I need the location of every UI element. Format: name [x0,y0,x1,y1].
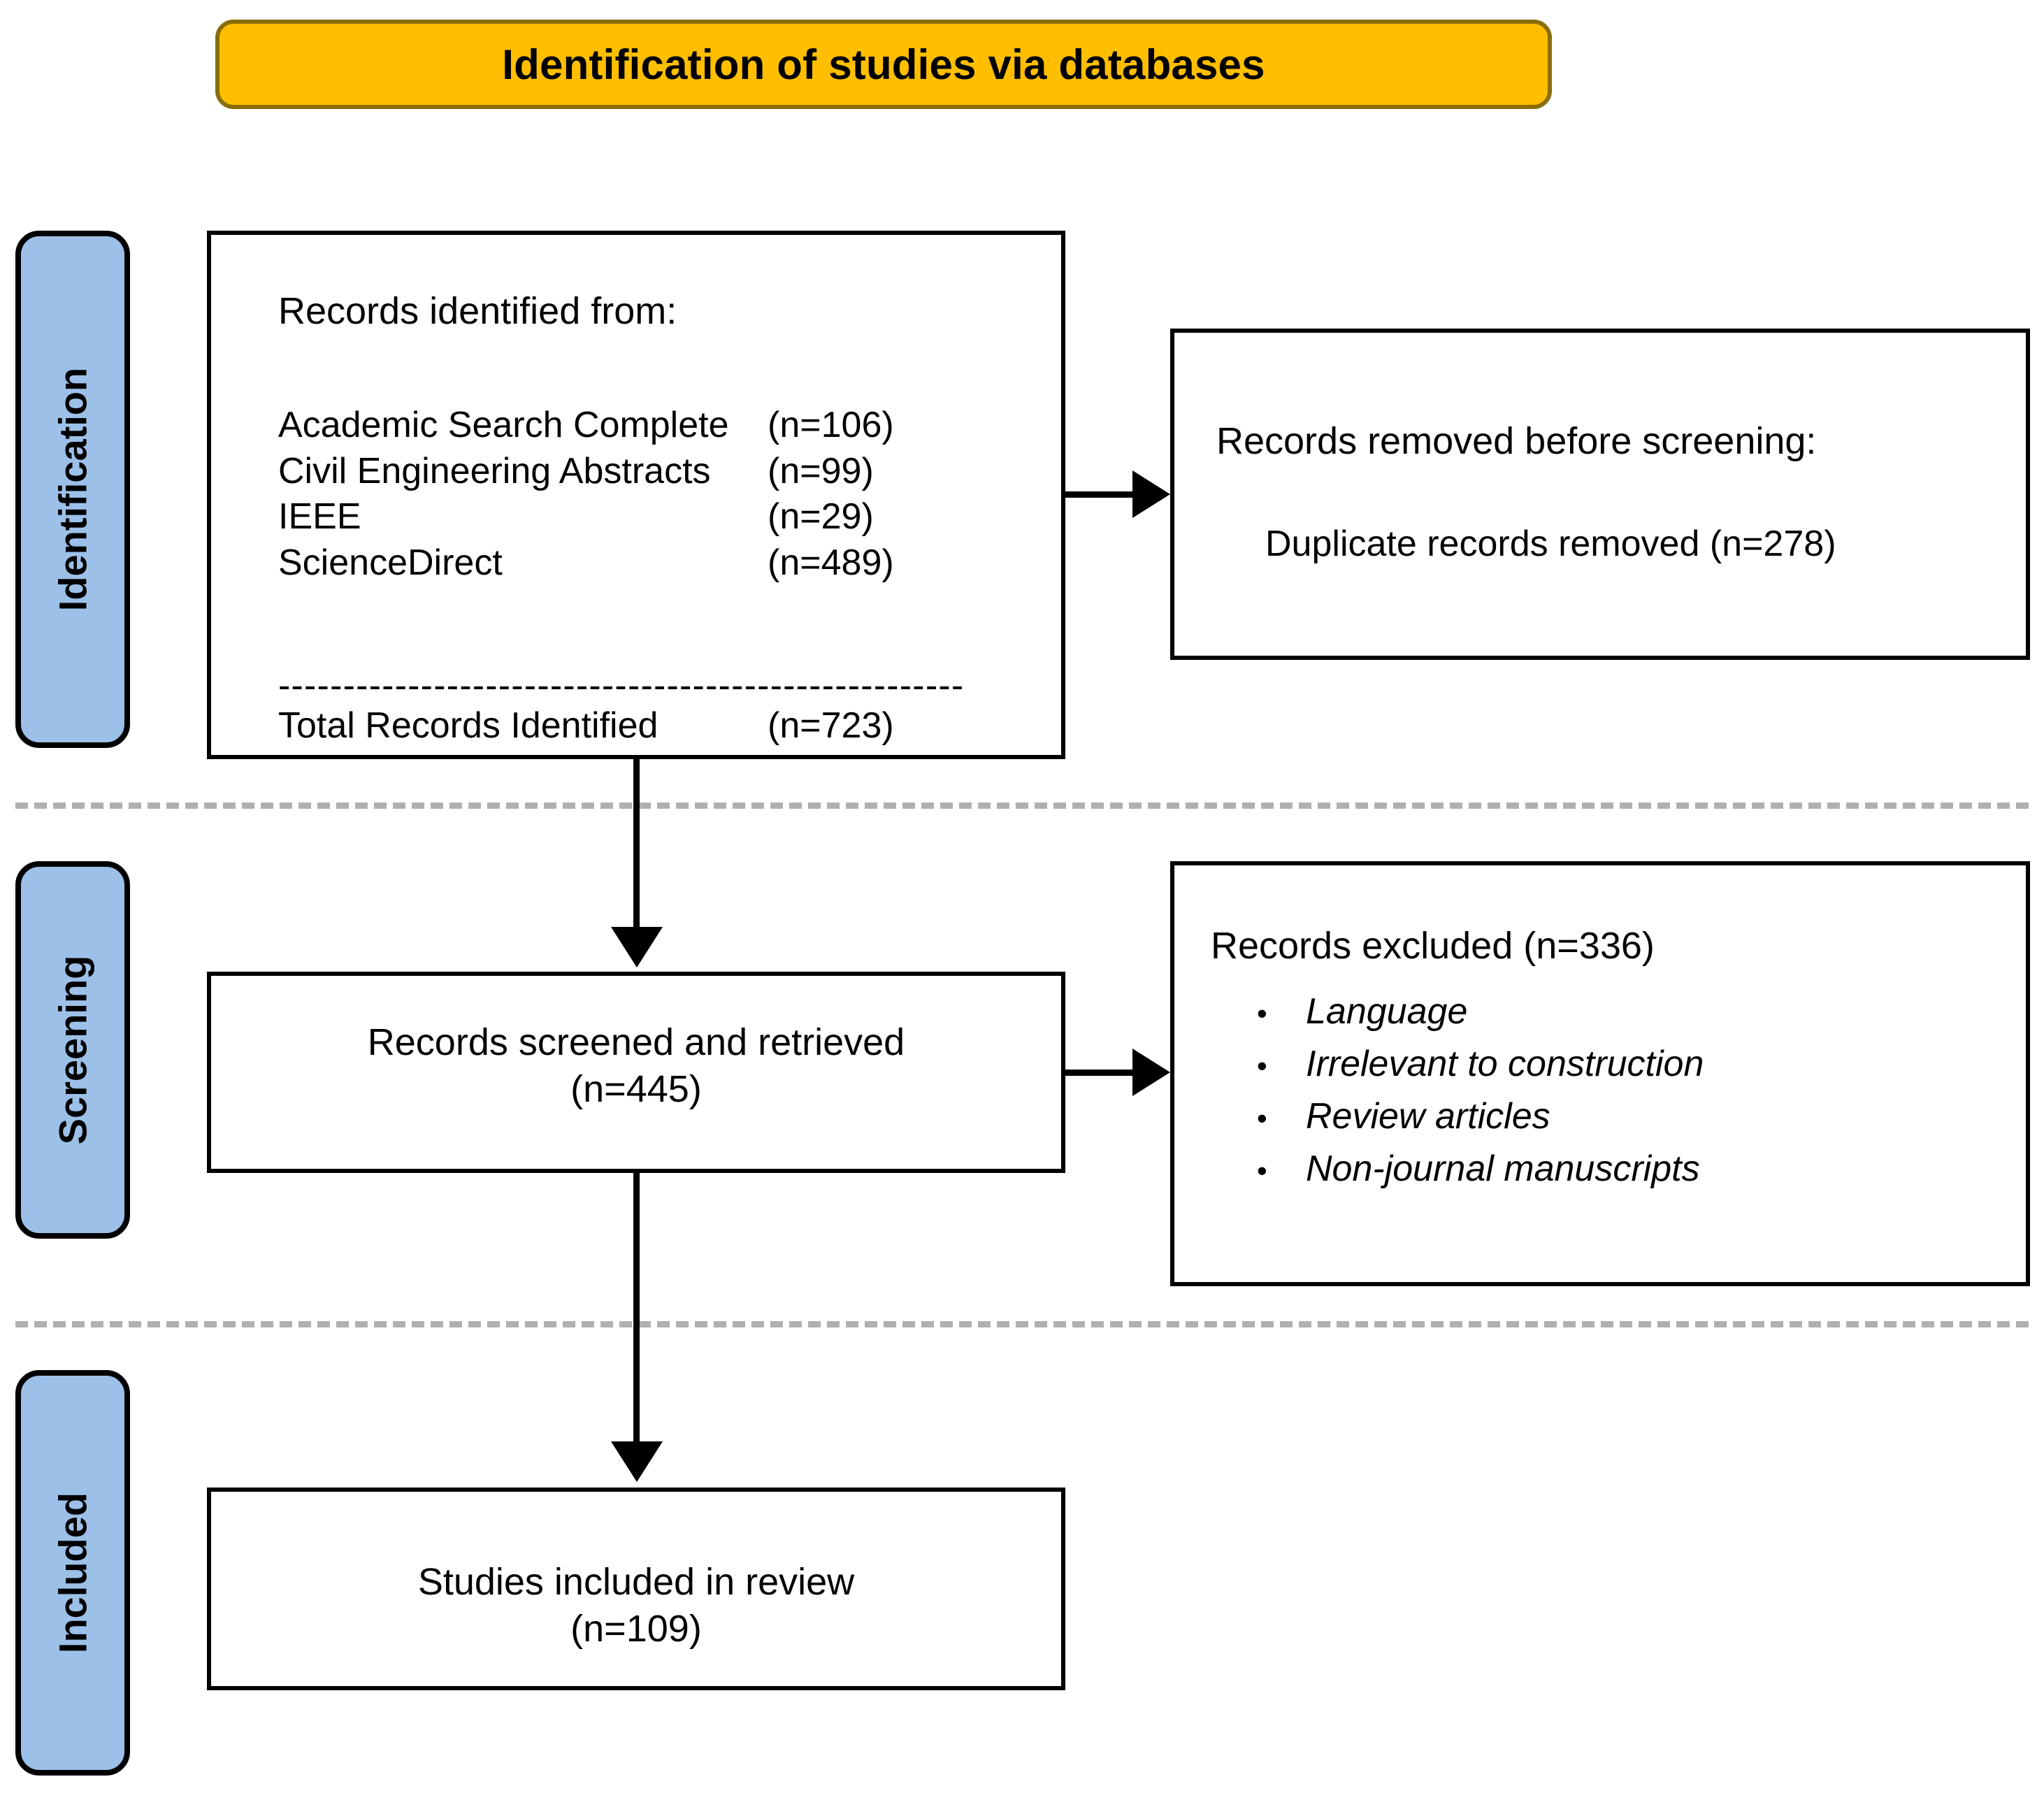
database-name: ScienceDirect [278,542,503,583]
duplicate-records-removed-line: Duplicate records removed (n=278) [1265,524,1836,564]
excluded-reasons-list: • Language • Irrelevant to construction … [1257,986,1704,1195]
database-count: (n=99) [768,450,874,491]
excluded-reason-label: Non-journal manuscripts [1306,1148,1700,1189]
database-count: (n=29) [768,496,874,538]
database-source-row: IEEE (n=29) [278,494,949,540]
total-records-row: Total Records Identified (n=723) [278,705,949,747]
database-name: IEEE [278,496,361,538]
connector-identified-to-removed [1065,491,1148,498]
stage-divider-identification-screening [15,802,2029,815]
studies-included-count: (n=109) [570,1607,702,1650]
total-records-label: Total Records Identified [278,705,658,746]
database-source-row: Academic Search Complete (n=106) [278,403,949,449]
stage-tab-identification-label: Identification [50,367,95,612]
stage-tab-included: Included [15,1370,130,1776]
bullet-icon: • [1257,1153,1267,1187]
page-title: Identification of studies via databases [502,41,1265,88]
stage-tab-screening-label: Screening [50,955,95,1145]
studies-included-box: Studies included in review (n=109) [207,1488,1065,1690]
connector-screened-to-included [633,1173,640,1447]
bullet-icon: • [1257,997,1267,1030]
records-removed-title: Records removed before screening: [1216,420,1817,462]
excluded-reason-label: Review articles [1306,1095,1550,1137]
database-source-list: Academic Search Complete (n=106) Civil E… [278,403,949,586]
arrowhead-screened-to-included [611,1441,663,1482]
stage-tab-identification: Identification [15,231,130,748]
records-excluded-box: Records excluded (n=336) • Language • Ir… [1170,861,2030,1286]
records-excluded-title: Records excluded (n=336) [1211,925,1655,967]
database-name: Civil Engineering Abstracts [278,450,711,491]
records-screened-text: Records screened and retrieved (n=445) [211,1019,1061,1113]
records-removed-box: Records removed before screening: Duplic… [1170,329,2030,660]
arrowhead-identified-to-removed [1132,470,1170,518]
excluded-reason-label: Language [1306,991,1468,1032]
stage-tab-included-label: Included [50,1492,95,1654]
excluded-reason-item: • Review articles [1257,1090,1704,1143]
bullet-icon: • [1257,1101,1267,1135]
studies-included-text: Studies included in review (n=109) [211,1559,1061,1653]
database-source-row: Civil Engineering Abstracts (n=99) [278,449,949,495]
stage-tab-screening: Screening [15,861,130,1239]
database-name: Academic Search Complete [278,405,729,445]
records-identified-heading: Records identified from: [278,290,677,332]
total-records-count: (n=723) [768,705,894,746]
bullet-icon: • [1257,1049,1267,1082]
excluded-reason-item: • Non-journal manuscripts [1257,1143,1704,1195]
diagram-header-banner: Identification of studies via databases [215,20,1552,109]
arrowhead-screened-to-excluded [1132,1049,1170,1096]
stage-divider-screening-included [15,1321,2029,1334]
database-source-row: ScienceDirect (n=489) [278,540,949,586]
connector-screened-to-excluded [1065,1070,1148,1076]
studies-included-line1: Studies included in review [417,1561,855,1603]
excluded-reason-item: • Irrelevant to construction [1257,1038,1704,1090]
records-identified-box: Records identified from: Academic Search… [207,231,1065,759]
arrowhead-identified-to-screened [611,927,663,967]
excluded-reason-label: Irrelevant to construction [1306,1043,1704,1084]
records-screened-box: Records screened and retrieved (n=445) [207,972,1065,1173]
database-count: (n=106) [768,405,894,445]
database-count: (n=489) [768,542,894,583]
records-screened-count: (n=445) [570,1067,702,1110]
records-screened-line1: Records screened and retrieved [367,1021,905,1063]
records-identified-divider-rule: ----------------------------------------… [278,675,965,698]
connector-identified-to-screened [633,759,640,933]
excluded-reason-item: • Language [1257,986,1704,1038]
